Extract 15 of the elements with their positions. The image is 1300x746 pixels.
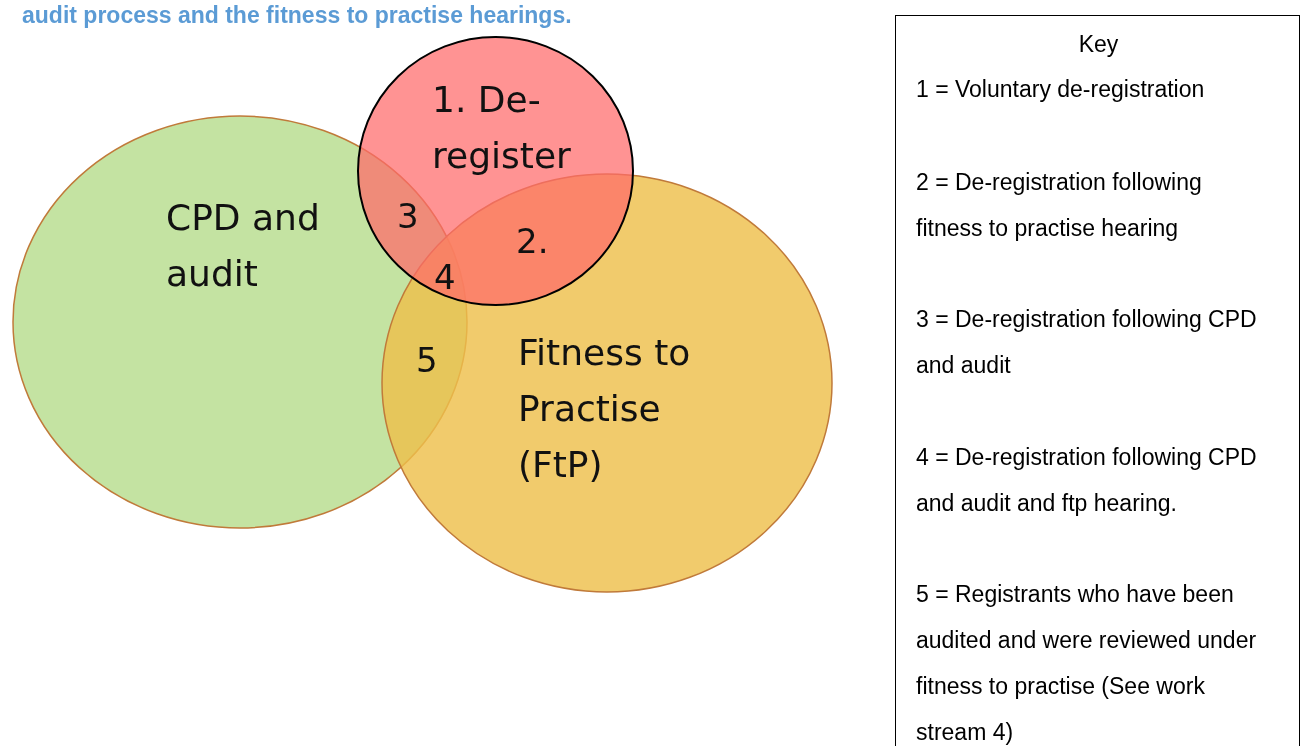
region-number: 5 <box>416 340 438 380</box>
key-entry: 5 = Registrants who have been audited and were reviewed under fitness to practise (See work stream 4) <box>916 580 1258 746</box>
key-entry: 3 = De-registration following CPD and audit <box>916 305 1258 380</box>
circle-label: Fitness to Practise (FtP) <box>518 331 692 487</box>
key-entry: 2 = De-registration following fitness to practise hearing <box>916 168 1203 243</box>
key-entry: 1 = Voluntary de-registration <box>916 75 1206 104</box>
key-box <box>895 15 1300 746</box>
circle-label: CPD and audit <box>166 196 321 296</box>
heading: audit process and the fitness to practise hearings. <box>22 2 572 29</box>
region-number: 4 <box>434 257 456 297</box>
key-heading: Key <box>1077 30 1120 59</box>
circle-label: 1. De- register <box>432 78 572 178</box>
region-number: 2. <box>516 221 549 261</box>
region-number: 3 <box>397 196 419 236</box>
key-entry: 4 = De-registration following CPD and audit and ftp hearing. <box>916 443 1258 518</box>
